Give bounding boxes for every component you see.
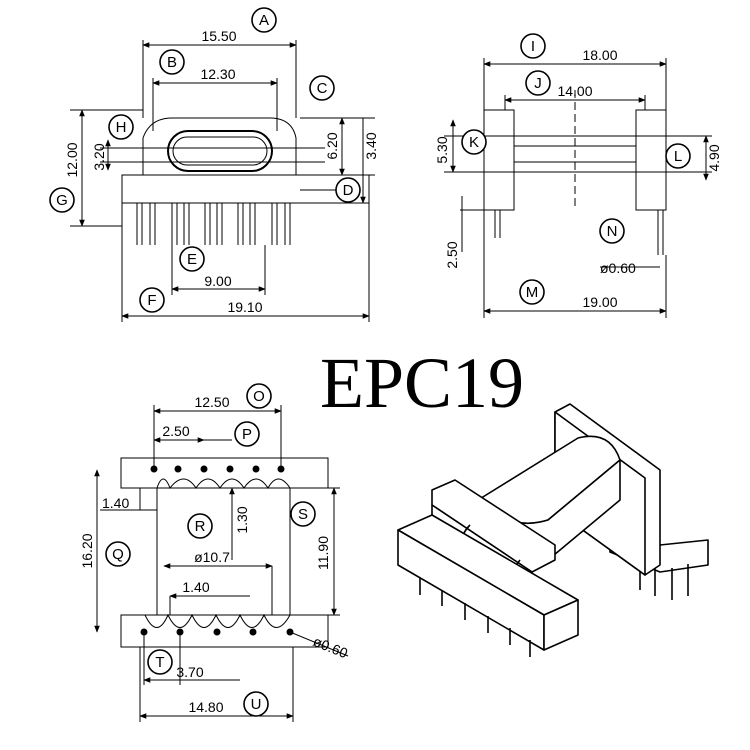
dim-l-value: 4.90: [706, 144, 722, 171]
dim-pin-length-value: 2.50: [444, 241, 460, 268]
dim-a-value: 15.50: [201, 28, 236, 44]
dim-e-value: 9.00: [204, 273, 231, 289]
dim-pin-value: ø0.60: [311, 633, 350, 661]
front-view-pins: [136, 203, 291, 245]
callout-q: Q: [105, 541, 131, 567]
svg-text:B: B: [167, 54, 177, 71]
callout-g: G: [49, 187, 75, 213]
dim-q-value: 16.20: [79, 533, 95, 568]
front-view-callouts: A B C D E F G H: [49, 7, 361, 313]
callout-f: F: [139, 287, 165, 313]
svg-text:S: S: [298, 506, 308, 523]
isometric-view: [397, 403, 709, 657]
callout-p: P: [234, 421, 260, 447]
svg-text:G: G: [56, 192, 68, 209]
svg-text:K: K: [469, 134, 479, 151]
svg-text:E: E: [187, 251, 197, 268]
front-view-outline: [100, 117, 370, 245]
dim-i-value: 18.00: [582, 47, 617, 63]
side-view-dimensions: 18.00 14.00 5.30 4.90 2.50 ø0.60 19.00: [434, 47, 722, 318]
dim-o-value: 12.50: [194, 394, 229, 410]
callout-h: H: [108, 114, 134, 140]
part-title: EPC19: [320, 343, 524, 423]
dim-c-value: 6.20: [324, 132, 340, 159]
callout-r: R: [187, 513, 213, 539]
bottom-view: 12.50 2.50 1.40 1.30 16.20 11.90 ø10.7: [79, 383, 350, 722]
dim-h-value: 12.00: [64, 142, 80, 177]
callout-m: M: [519, 279, 545, 305]
side-view: 18.00 14.00 5.30 4.90 2.50 ø0.60 19.00: [434, 33, 722, 318]
svg-text:R: R: [195, 518, 206, 535]
svg-text:N: N: [607, 223, 618, 240]
dim-r-value: 1.30: [234, 506, 250, 533]
svg-text:O: O: [253, 388, 265, 405]
callout-d: D: [335, 177, 361, 203]
side-view-outline: [444, 90, 712, 255]
svg-text:J: J: [534, 75, 542, 92]
callout-b: B: [159, 49, 185, 75]
dim-u-value: 14.80: [188, 699, 223, 715]
dim-j-value: 14.00: [557, 83, 592, 99]
svg-text:C: C: [317, 80, 328, 97]
callout-u: U: [243, 691, 269, 717]
front-view-dimensions: 15.50 12.30 6.20 3.40 12.00 3.20 9.00: [64, 28, 379, 322]
dim-hole-value: ø10.7: [194, 549, 230, 565]
bottom-view-dimensions: 12.50 2.50 1.40 1.30 16.20 11.90 ø10.7: [79, 394, 350, 722]
dim-f-value: 19.10: [227, 299, 262, 315]
svg-text:Q: Q: [112, 546, 124, 563]
dim-k-value: 5.30: [434, 136, 450, 163]
svg-text:M: M: [526, 284, 539, 301]
dim-x2-value: 1.40: [182, 579, 209, 595]
svg-text:U: U: [251, 696, 262, 713]
svg-text:F: F: [147, 292, 156, 309]
svg-text:H: H: [116, 119, 127, 136]
svg-text:T: T: [155, 654, 164, 671]
callout-n: N: [599, 218, 625, 244]
dim-t-value: 3.70: [176, 664, 203, 680]
bottom-view-outline: [120, 457, 329, 648]
bottom-view-pin-holes: [140, 465, 294, 636]
dim-m-value: 19.00: [582, 294, 617, 310]
dim-p-value: 2.50: [162, 423, 189, 439]
callout-j: J: [525, 70, 551, 96]
front-view: 15.50 12.30 6.20 3.40 12.00 3.20 9.00: [49, 7, 379, 322]
callout-o: O: [246, 383, 272, 409]
callout-c: C: [309, 75, 335, 101]
svg-text:D: D: [343, 182, 354, 199]
callout-i: I: [520, 33, 546, 59]
callout-k: K: [461, 129, 487, 155]
svg-text:A: A: [259, 12, 269, 29]
dim-c2-value: 3.40: [363, 132, 379, 159]
svg-text:P: P: [242, 426, 252, 443]
bottom-view-callouts: O P Q R S T U: [105, 383, 316, 717]
dim-h2-value: 3.20: [91, 143, 107, 170]
callout-s: S: [290, 501, 316, 527]
callout-l: L: [665, 143, 691, 169]
svg-text:L: L: [674, 148, 682, 165]
dim-x1-value: 1.40: [102, 495, 129, 511]
callout-t: T: [147, 649, 173, 675]
dim-s-value: 11.90: [315, 536, 331, 570]
dim-b-value: 12.30: [200, 66, 235, 82]
side-view-callouts: I J K L M N: [461, 33, 691, 305]
svg-text:I: I: [531, 38, 535, 55]
callout-e: E: [179, 246, 205, 272]
dim-n-value: ø0.60: [600, 260, 636, 276]
callout-a: A: [251, 7, 277, 33]
